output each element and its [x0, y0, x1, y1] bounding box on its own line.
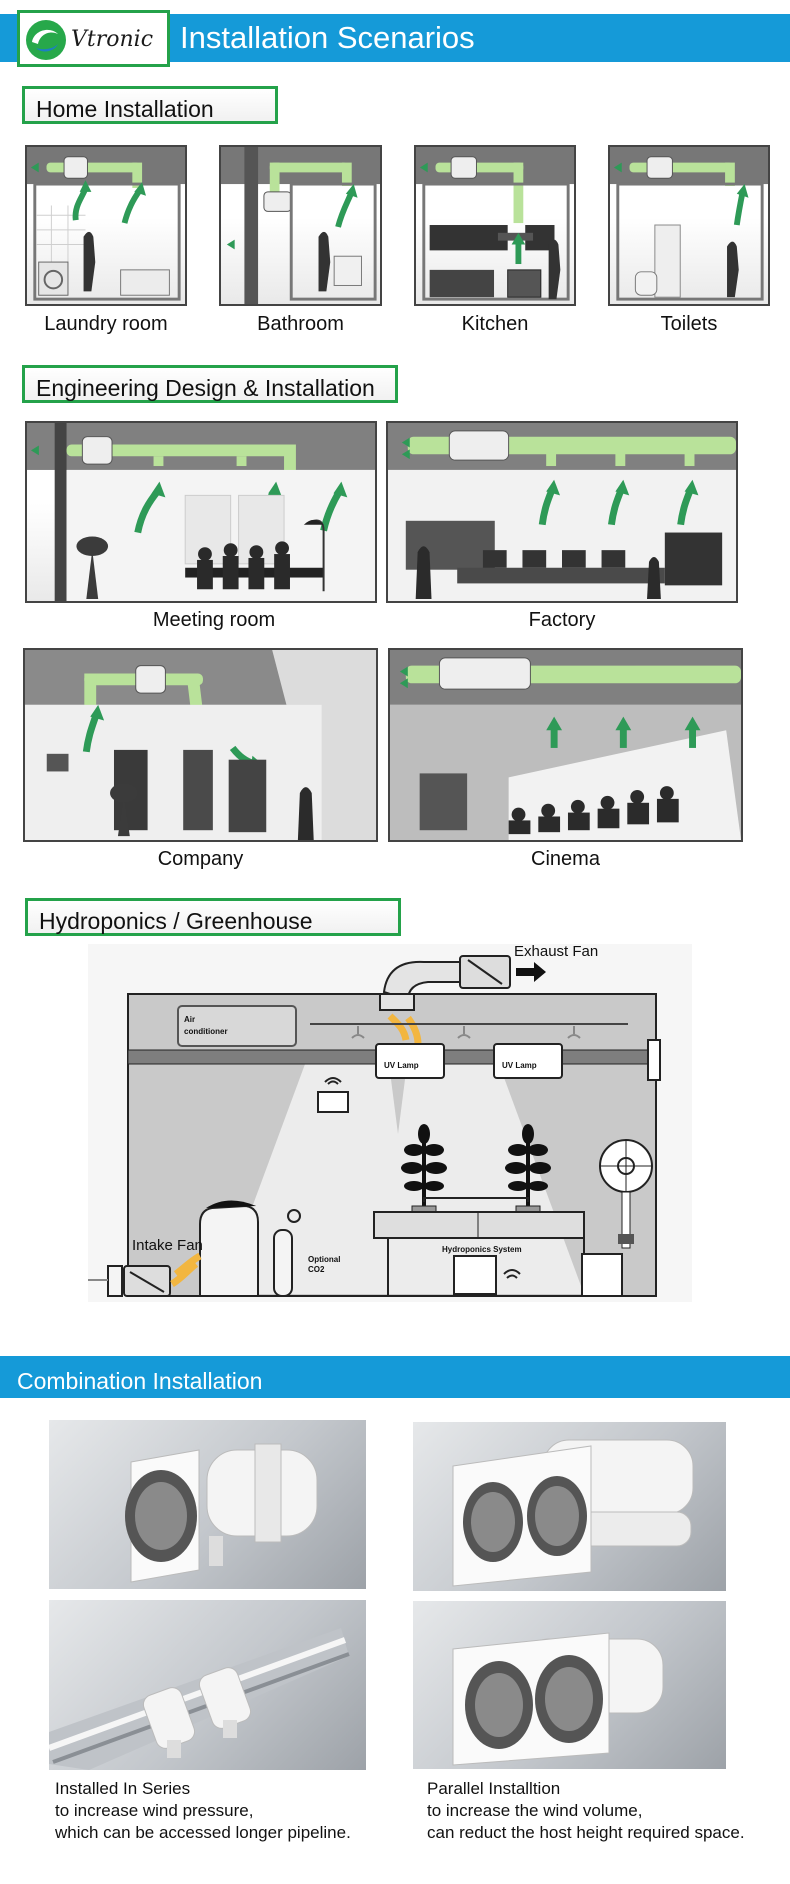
- brand-logo[interactable]: Vtronic: [17, 10, 170, 67]
- page-title: Installation Scenarios: [180, 20, 475, 55]
- plant-icon: [401, 1124, 447, 1210]
- exhaust-fan-icon: [379, 955, 546, 1011]
- caption-cinema: Cinema: [531, 848, 600, 870]
- scene-meeting-room: [25, 421, 377, 603]
- series-title: Installed In Series: [55, 1779, 191, 1798]
- plant-icon: [505, 1124, 551, 1210]
- photo-parallel-side-by-side: [413, 1601, 726, 1769]
- scene-toilets: [608, 145, 770, 306]
- series-description: Installed In Series to increase wind pre…: [55, 1778, 395, 1844]
- intake-fan-label: Intake Fan: [132, 1237, 203, 1254]
- photo-series-fan-unit: [49, 1420, 366, 1589]
- co2-label-1: Optional: [308, 1255, 340, 1264]
- series-line-1: to increase wind pressure,: [55, 1801, 254, 1820]
- series-line-2: which can be accessed longer pipeline.: [55, 1823, 351, 1842]
- parallel-title: Parallel Installtion: [427, 1779, 561, 1798]
- caption-toilets: Toilets: [660, 313, 718, 335]
- scene-company: [23, 648, 378, 842]
- section-label-engineering: Engineering Design & Installation: [22, 365, 398, 403]
- section-label-home: Home Installation: [22, 86, 278, 124]
- uv-lamp-label-2: UV Lamp: [502, 1061, 537, 1070]
- logo-swirl-icon: [26, 20, 66, 60]
- parallel-description: Parallel Installtion to increase the win…: [427, 1778, 790, 1844]
- standing-fan-icon: [599, 1139, 653, 1249]
- scene-factory: [386, 421, 738, 603]
- co2-label-2: CO2: [308, 1265, 325, 1274]
- scene-cinema: [388, 648, 743, 842]
- parallel-line-2: can reduct the host height required spac…: [427, 1823, 745, 1842]
- hydroponics-system-label: Hydroponics System: [442, 1245, 522, 1254]
- scene-bathroom: [219, 145, 382, 306]
- intake-fan-icon: [88, 1265, 171, 1297]
- exhaust-fan-label: Exhaust Fan: [514, 944, 598, 960]
- scene-kitchen: [414, 145, 576, 306]
- caption-company: Company: [157, 848, 244, 870]
- combination-title: Combination Installation: [17, 1368, 263, 1394]
- air-conditioner-label-2: conditioner: [184, 1027, 228, 1036]
- caption-bathroom: Bathroom: [257, 313, 344, 335]
- brand-name: Vtronic: [71, 27, 154, 52]
- caption-factory: Factory: [528, 609, 596, 631]
- air-conditioner-label-1: Air: [184, 1015, 195, 1024]
- photo-series-on-pipe: [49, 1600, 366, 1770]
- scene-laundry-room: [25, 145, 187, 306]
- section-label-hydroponics: Hydroponics / Greenhouse: [25, 898, 401, 936]
- hydroponics-diagram: Exhaust Fan Intake Fan Air conditioner U…: [88, 943, 692, 1302]
- photo-parallel-fan-unit: [413, 1422, 726, 1591]
- combination-bar: [0, 1356, 790, 1398]
- caption-laundry-room: Laundry room: [44, 313, 168, 335]
- uv-lamp-label-1: UV Lamp: [384, 1061, 419, 1070]
- parallel-line-1: to increase the wind volume,: [427, 1801, 643, 1820]
- caption-kitchen: Kitchen: [461, 313, 529, 335]
- caption-meeting-room: Meeting room: [152, 609, 276, 631]
